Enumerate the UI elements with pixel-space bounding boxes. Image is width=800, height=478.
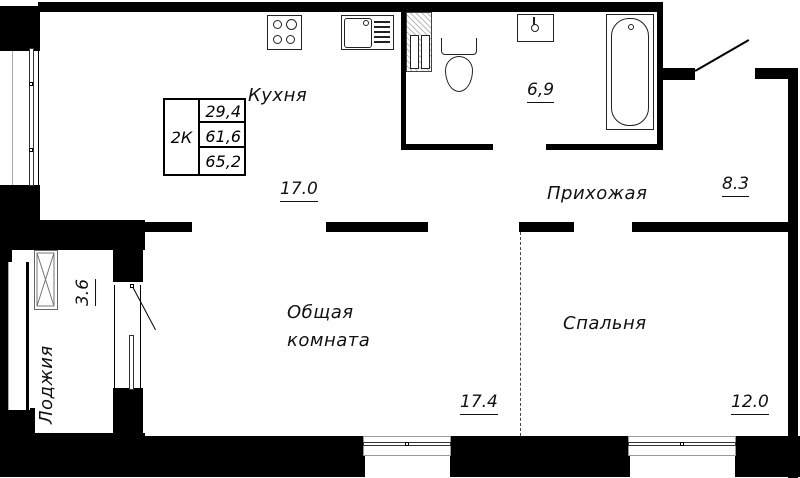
window-hinge <box>405 442 409 446</box>
wall-loggia-living-bottom <box>113 388 143 477</box>
loggia-glazing-line <box>26 262 29 410</box>
toilet-icon <box>441 38 477 92</box>
living-room-label-line1: Общая <box>287 302 354 323</box>
wall-top <box>38 2 663 12</box>
wall-bottom-1 <box>143 436 365 477</box>
wall-right <box>788 78 798 478</box>
window-hinge <box>680 442 684 446</box>
wall-partition-1 <box>140 222 192 232</box>
shaft-icon <box>406 12 432 72</box>
apartment-type: 2К <box>165 100 200 174</box>
loggia-area: 3.6 <box>73 278 97 307</box>
wall-bathroom-bottom-right <box>546 144 663 150</box>
wall-partition-4 <box>632 222 792 232</box>
door-hinge <box>130 284 134 288</box>
loggia-door-frame <box>140 285 141 388</box>
window-bedroom <box>628 436 736 456</box>
wall-right-stub <box>755 68 798 79</box>
bedroom-label: Спальня <box>563 313 647 334</box>
window-hinge <box>29 148 33 152</box>
wall-loggia-living-top <box>113 220 143 282</box>
wall-entrance-stub <box>662 68 695 80</box>
bathtub-icon <box>606 14 654 130</box>
stove-icon <box>267 15 302 50</box>
wall-partition-2 <box>326 222 428 232</box>
kitchen-label: Кухня <box>248 85 308 106</box>
window-kitchen-left <box>12 51 40 185</box>
entrance-door-swing <box>694 39 750 72</box>
living-area: 61,6 <box>200 125 244 148</box>
apartment-summary-table: 2К 29,4 61,6 65,2 <box>163 98 246 176</box>
bedroom-area: 12.0 <box>731 394 769 415</box>
window-frame-kitchen-left <box>29 48 34 186</box>
window-sill-line <box>38 48 39 188</box>
bathroom-sink-icon <box>517 14 554 42</box>
wall-bottom-2 <box>450 436 630 477</box>
ventilation-box-icon <box>34 250 58 310</box>
hallway-label: Прихожая <box>547 183 648 204</box>
kitchen-zone-area: 29,4 <box>200 100 244 123</box>
room-divider-dashed <box>520 232 521 436</box>
hallway-area: 8.3 <box>722 176 750 197</box>
window-hinge <box>29 82 33 86</box>
window-living-room <box>363 436 451 456</box>
window-loggia-left <box>8 262 30 410</box>
kitchen-sink-icon <box>341 15 394 50</box>
bathroom-area: 6,9 <box>527 82 555 103</box>
loggia-door-frame <box>114 285 115 388</box>
wall-bathroom-right <box>657 10 663 150</box>
living-room-label-line2: комната <box>287 330 371 351</box>
loggia-label: Лоджия <box>36 345 57 424</box>
loggia-door-swing <box>132 287 156 331</box>
kitchen-area: 17.0 <box>280 181 318 202</box>
total-area: 65,2 <box>205 152 241 171</box>
wall-bathroom-left <box>401 10 406 150</box>
loggia-window-sash <box>129 335 134 390</box>
wall-top-left-block <box>0 6 40 51</box>
wall-partition-3 <box>519 222 574 232</box>
living-room-area: 17.4 <box>460 394 498 415</box>
wall-bathroom-bottom-left <box>401 144 493 150</box>
